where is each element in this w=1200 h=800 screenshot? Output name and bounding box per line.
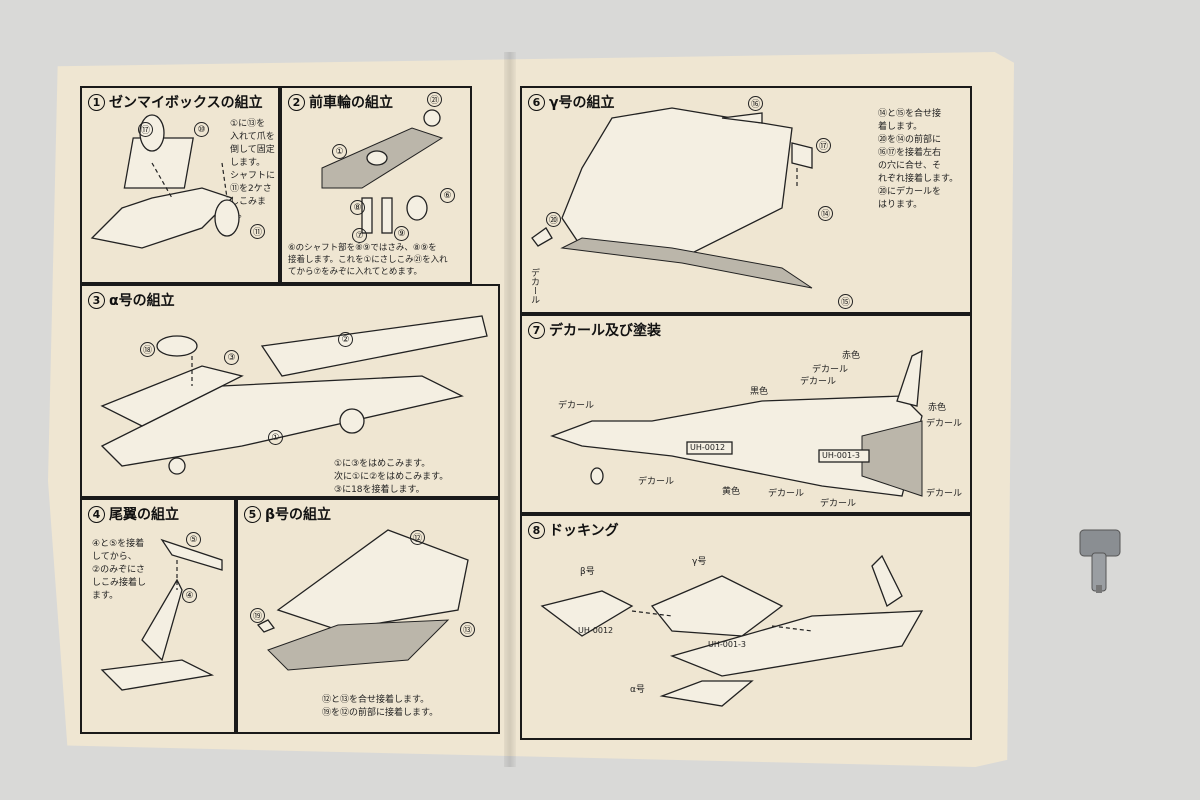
- part-6-label: ⑥: [440, 188, 455, 203]
- label-alpha: α号: [630, 685, 645, 695]
- label-gamma: γ号: [692, 557, 707, 567]
- label-decal-8: デカール: [926, 489, 963, 499]
- part-15-label: ⑮: [838, 294, 853, 309]
- part-4-label: ④: [182, 588, 197, 603]
- part-8-label: ⑧: [350, 200, 365, 215]
- part-2-label: ②: [338, 332, 353, 347]
- tail-fin-illustration: [100, 538, 223, 691]
- docking-illustration: [540, 554, 924, 707]
- label-decal-3: デカール: [558, 401, 595, 411]
- decal-painting-illustration: [550, 349, 923, 497]
- mainspring-box-illustration: [90, 114, 240, 249]
- front-wheel-illustration: [321, 109, 444, 234]
- part-21-label: ㉑: [427, 92, 442, 107]
- part-17-gamma-label: ⑰: [816, 138, 831, 153]
- panel-5-note: ⑫と⑬を合せ接着します。 ⑲を⑫の前部に接着します。: [322, 695, 439, 718]
- label-decal-7: デカール: [820, 499, 857, 509]
- label-decal-6: デカール: [768, 489, 805, 499]
- label-decal-1: デカール: [812, 365, 849, 375]
- part-10-label: ⑩: [194, 122, 209, 137]
- label-black: 黒色: [750, 387, 769, 397]
- label-decal-4: デカール: [926, 419, 963, 429]
- part-1-alpha-label: ①: [268, 430, 283, 445]
- part-18-label: ⑱: [140, 342, 155, 357]
- label-decal-5: デカール: [638, 477, 675, 487]
- panel-2-note: ⑥のシャフト部を⑧⑨ではさみ、⑧⑨を 接着します。これを①にさしこみ㉑を入れ て…: [288, 243, 448, 277]
- label-decal-2: デカール: [800, 377, 837, 387]
- windup-key-icon: [1079, 529, 1121, 593]
- label-red-right: 赤色: [928, 403, 947, 413]
- part-7-label: ⑦: [352, 228, 367, 243]
- panel-3-note: ①に③をはめこみます。 次に①に②をはめこみます。 ③に18を接着します。: [334, 459, 449, 495]
- code-uh-001-3: UH-001-3: [822, 451, 861, 460]
- code-uh-0012-dock: UH-0012: [578, 626, 614, 635]
- panel-4-note: ④と⑤を接着 してから、 ②のみぞにさ しこみ接着し ます。: [92, 539, 147, 601]
- alpha-assembly-illustration: [100, 315, 488, 475]
- decal-label: デカール: [529, 268, 539, 304]
- sheet-fold: [504, 52, 516, 767]
- part-12-label: ⑫: [410, 530, 425, 545]
- part-17-label: ⑰: [138, 122, 153, 137]
- part-11-label: ⑪: [250, 224, 265, 239]
- part-3-label: ③: [224, 350, 239, 365]
- code-uh-001-3-dock: UH-001-3: [708, 640, 747, 649]
- part-14-label: ⑭: [818, 206, 833, 221]
- part-19-label: ⑲: [250, 608, 265, 623]
- label-beta: β号: [580, 567, 595, 577]
- label-red-top: 赤色: [842, 351, 861, 361]
- beta-assembly-illustration: [256, 529, 469, 671]
- part-9-label: ⑨: [394, 226, 409, 241]
- panel-6-note: ⑭と⑮を合せ接 着します。 ⑳を⑭の前部に ⑯⑰を接着左右 の穴に合せ、そ れぞ…: [878, 109, 959, 210]
- part-16-label: ⑯: [748, 96, 763, 111]
- code-uh-0012: UH-0012: [690, 443, 726, 452]
- part-1-label: ①: [332, 144, 347, 159]
- part-13-label: ⑬: [460, 622, 475, 637]
- label-yellow: 黄色: [722, 487, 741, 497]
- part-5-label: ⑤: [186, 532, 201, 547]
- gamma-assembly-illustration: [531, 107, 813, 289]
- part-20-label: ⑳: [546, 212, 561, 227]
